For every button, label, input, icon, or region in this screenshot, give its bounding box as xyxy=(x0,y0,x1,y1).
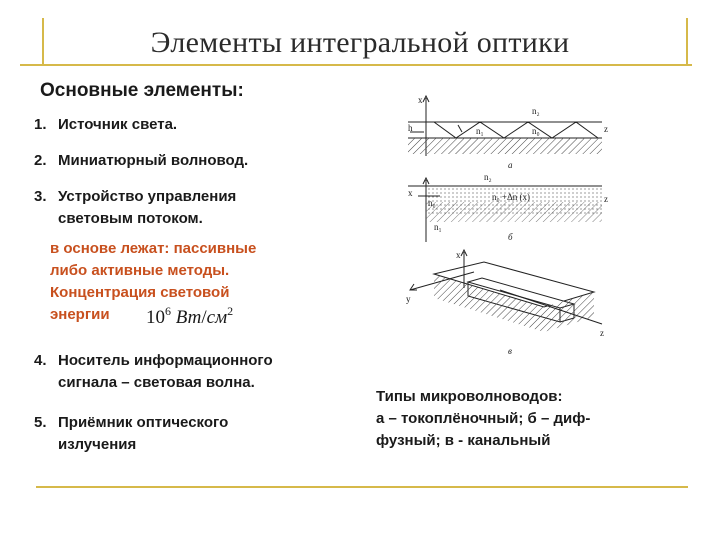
label-n2-b: n₂ xyxy=(484,172,492,182)
formula-slash: / xyxy=(201,307,207,328)
label-n2-a: n₂ xyxy=(532,106,540,116)
label-v: в xyxy=(508,346,512,356)
caption-line-1: Типы микроволноводов: xyxy=(376,388,563,405)
axis-x-a-arrow xyxy=(422,94,430,103)
formula-area-exponent: 2 xyxy=(227,304,234,318)
list-item-1: 1. Источник света. xyxy=(34,114,177,136)
waveguide-diagram: h x n₂ n₁ n₀ z a x n₂ n₀ n₀ +Δn (x) n₁ z… xyxy=(406,94,608,356)
caption-line-3: фузный; в - канальный xyxy=(376,432,551,449)
list-item-4: 4. Носитель информационного сигнала – све… xyxy=(34,350,273,394)
label-h: h xyxy=(408,123,413,133)
axis-y-c-arrow xyxy=(409,283,417,291)
frame-bottom-line xyxy=(36,486,688,488)
ray-path-a xyxy=(433,121,599,139)
frame-left-line xyxy=(42,18,44,66)
label-x-b: x xyxy=(408,188,413,198)
label-n1-b: n₁ xyxy=(434,222,442,232)
diagram-a-thin-film: h x n₂ n₁ n₀ z a xyxy=(408,94,608,170)
list-item-text: Источник света. xyxy=(58,116,178,133)
diagram-caption: Типы микроволноводов: а – токоплёночный;… xyxy=(376,386,696,452)
label-b: б xyxy=(508,232,513,242)
list-item-text: Носитель информационного xyxy=(58,352,273,369)
label-n0-b: n₀ xyxy=(428,198,436,208)
label-a: a xyxy=(508,160,513,170)
substrate-b xyxy=(426,202,602,222)
formula-base: 10 xyxy=(146,307,165,328)
frame-title-underline xyxy=(20,64,692,66)
list-item-text: Миниатюрный волновод. xyxy=(58,152,249,169)
list-item-text: Приёмник оптического xyxy=(58,414,229,431)
axis-x-c-arrow xyxy=(460,248,468,257)
note-line-1: в основе лежат: пассивные xyxy=(50,240,257,257)
axis-z-c xyxy=(499,289,603,325)
substrate-a xyxy=(408,138,602,154)
label-delta-n: n₀ +Δn (x) xyxy=(492,192,530,202)
list-item-text-continued: световым потоком. xyxy=(58,210,203,227)
slide-title: Элементы интегральной оптики xyxy=(150,26,570,59)
energy-density-formula: 106 Вт/см2 xyxy=(146,304,233,329)
axis-x-b-arrow xyxy=(422,176,430,185)
list-item-text-continued: излучения xyxy=(58,436,137,453)
list-item-5: 5. Приёмник оптического излучения xyxy=(34,412,228,456)
label-x-c: x xyxy=(456,250,461,260)
note-line-4: энергии xyxy=(50,306,110,323)
list-item-number: 1. xyxy=(34,116,47,133)
list-item-2: 2. Миниатюрный волновод. xyxy=(34,150,248,172)
list-item-number: 2. xyxy=(34,152,47,169)
label-n0-a: n₀ xyxy=(532,126,540,136)
list-item-text: Устройство управления xyxy=(58,188,237,205)
list-item-number: 3. xyxy=(34,188,47,205)
note-line-3: Концентрация световой xyxy=(50,284,230,301)
label-z-a: z xyxy=(604,124,608,134)
frame-right-line xyxy=(686,18,688,66)
label-x-a: x xyxy=(418,95,423,105)
formula-unit-area: см xyxy=(206,307,228,328)
label-y-c: y xyxy=(406,294,411,304)
diagram-c-channel: x y z в xyxy=(406,248,604,356)
list-item-3: 3. Устройство управления световым потоком… xyxy=(34,186,236,230)
list-item-number: 4. xyxy=(34,352,47,369)
section-subtitle: Основные элементы: xyxy=(40,80,244,101)
note-line-2: либо активные методы. xyxy=(50,262,230,279)
ray-angle-mark-a xyxy=(457,124,463,133)
label-z-b: z xyxy=(604,194,608,204)
formula-unit-power: Вт xyxy=(175,307,202,328)
highlight-note: в основе лежат: пассивные либо активные … xyxy=(50,238,340,326)
formula-exponent: 6 xyxy=(165,304,171,318)
substrate-right-c xyxy=(544,292,594,332)
diagram-b-diffused: x n₂ n₀ n₀ +Δn (x) n₁ z б xyxy=(408,172,608,242)
label-z-c: z xyxy=(600,328,604,338)
list-item-text-continued: сигнала – световая волна. xyxy=(58,374,255,391)
caption-line-2: а – токоплёночный; б – диф- xyxy=(376,410,591,427)
substrate-left-c xyxy=(434,274,544,332)
list-item-number: 5. xyxy=(34,414,47,431)
label-n1-a: n₁ xyxy=(476,126,484,136)
